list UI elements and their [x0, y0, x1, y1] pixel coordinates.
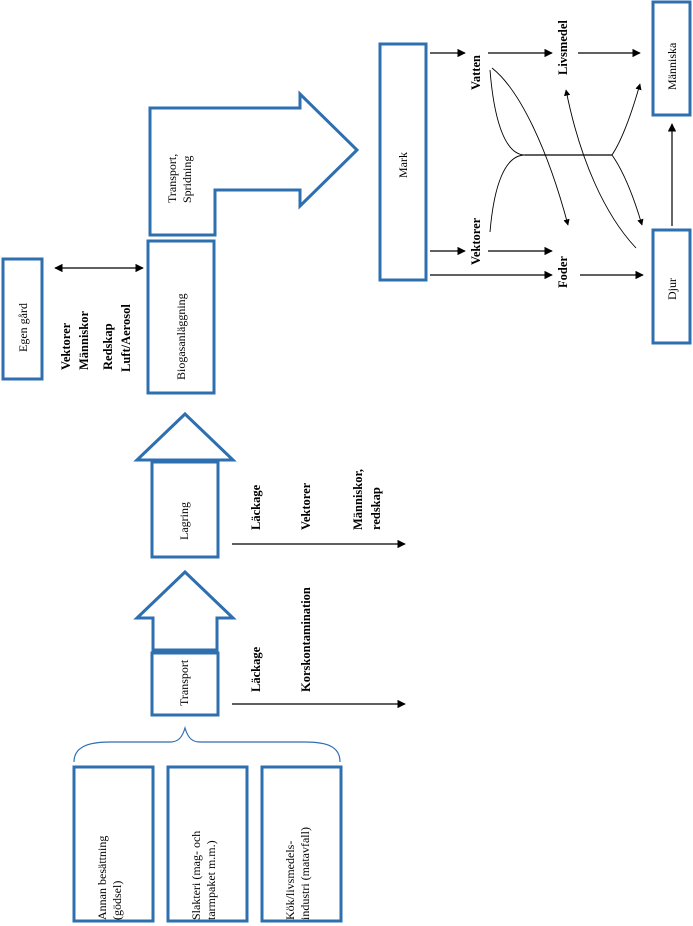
pathway-foder: Foder: [556, 256, 570, 288]
pathway-vektorer: Vektorer: [469, 217, 483, 265]
source-annan-label-2: (gödsel): [110, 881, 124, 920]
source-kok-label-2: industri (matavfall): [298, 827, 312, 920]
mark-node: Mark: [378, 42, 428, 282]
pathway-livsmedel: Livsmedel: [556, 20, 570, 75]
djur-label: Djur: [665, 278, 679, 300]
curve-vatten-to-foder: [491, 67, 570, 226]
egen-gard-vektorer: Vektorer: [59, 322, 73, 370]
source-slakteri-label-2: tarmpaket m.m.): [204, 840, 218, 920]
egen-gard-luft: Luft/Aerosol: [119, 304, 133, 372]
transport-risk-korskontamination: Korskontamination: [299, 587, 313, 692]
egen-gard-redskap: Redskap: [101, 323, 115, 370]
manniska-node: Människa: [651, 0, 692, 117]
lagring-risk-manniskor-1: Människor,: [351, 469, 365, 530]
mark-label: Mark: [396, 152, 410, 178]
branch-vektorer-curve: [489, 154, 526, 233]
egen-gard-manniskor: Människor: [77, 311, 91, 370]
source-slakteri-label-1: Slakteri (mag- och: [189, 831, 203, 920]
transport-spridning-label-2: Spridning: [180, 156, 194, 203]
sources-brace: [73, 725, 341, 763]
egen-gard-node: Egen gård: [1, 257, 44, 381]
curve-djur-to-livsmedel: [564, 89, 637, 249]
branch-vatten-curve: [489, 69, 526, 156]
lagring-node: Lagring: [150, 460, 220, 559]
transport-node: Transport: [150, 651, 220, 717]
djur-node: Djur: [651, 228, 692, 345]
lagring-risk-manniskor-2: redskap: [369, 487, 383, 530]
source-slakteri: Slakteri (mag- och tarmpaket m.m.): [166, 765, 249, 923]
source-kok-livsmedel: Kök/livsmedels- industri (matavfall): [260, 765, 343, 923]
transport-spridning-label-1: Transport,: [165, 154, 179, 203]
transport-risk-lackage: Läckage: [249, 646, 263, 692]
biogas-label: Biogasanläggning: [174, 293, 188, 380]
arrow-transport-to-lagring: [133, 569, 237, 652]
pathway-vatten: Vatten: [469, 55, 483, 90]
biogas-node: Biogasanläggning: [146, 239, 216, 395]
source-kok-label-1: Kök/livsmedels-: [283, 841, 297, 920]
lagring-risk-vektorer: Vektorer: [299, 482, 313, 530]
transport-label: Transport: [177, 659, 191, 706]
transport-spridning-node: Transport, Spridning: [148, 90, 360, 237]
branch-to-manniska: [611, 83, 642, 156]
egen-gard-label: Egen gård: [16, 303, 30, 352]
manniska-label: Människa: [665, 42, 679, 90]
branch-to-djur: [611, 154, 644, 226]
arrow-lagring-to-biogas: [133, 411, 237, 462]
source-annan-label-1: Annan besättning: [95, 836, 109, 920]
lagring-risk-lackage: Läckage: [249, 484, 263, 530]
lagring-label: Lagring: [177, 502, 191, 540]
source-annan-besattning: Annan besättning (gödsel): [72, 765, 155, 923]
